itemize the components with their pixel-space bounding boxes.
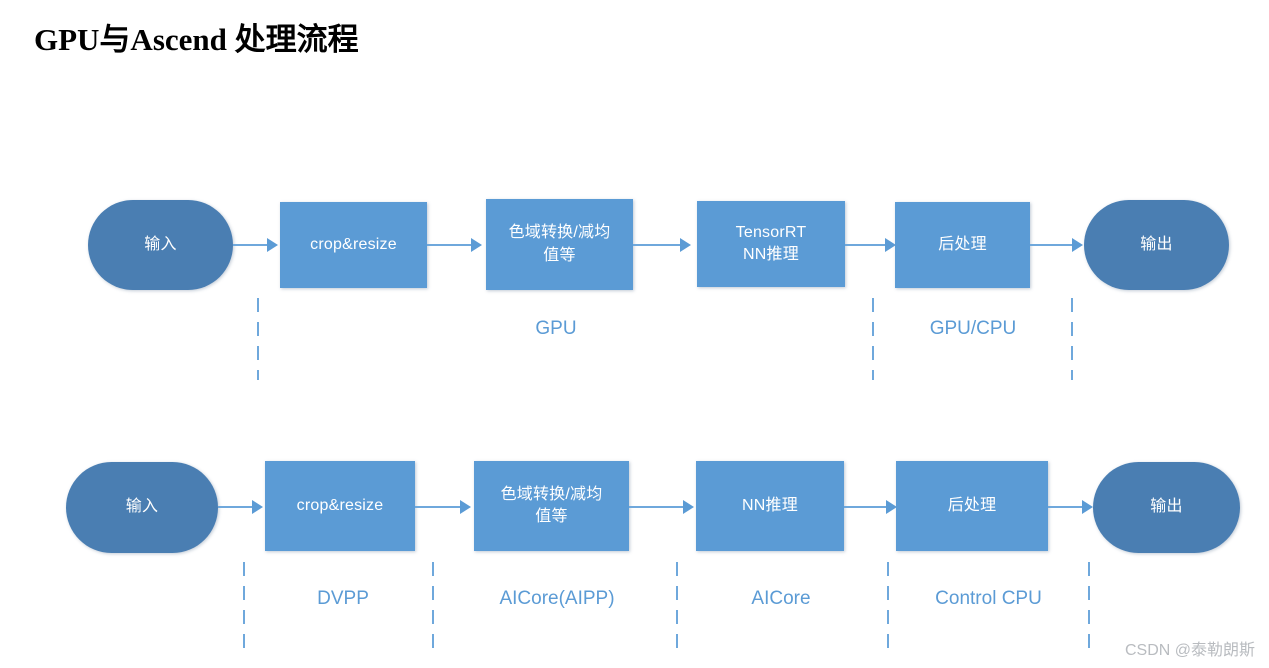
row2-node-color-convert-line2: 值等 xyxy=(535,508,568,525)
row2-divider-5 xyxy=(1088,562,1090,648)
row2-divider-1 xyxy=(243,562,245,648)
row2-arrowhead-4 xyxy=(886,500,897,514)
row1-connector-post-to-output xyxy=(1030,244,1074,246)
row1-node-output-label: 输出 xyxy=(1140,235,1173,253)
row2-connector-color-to-inference xyxy=(629,506,685,508)
row1-connector-crop-to-color xyxy=(427,244,473,246)
row2-divider-4 xyxy=(887,562,889,648)
csdn-watermark: CSDN @泰勒朗斯 xyxy=(1124,642,1255,659)
row1-arrowhead-5 xyxy=(1072,238,1083,252)
row1-connector-color-to-inference xyxy=(633,244,681,246)
row2-divider-3 xyxy=(676,562,678,648)
row1-arrowhead-2 xyxy=(471,238,482,252)
row2-node-input[interactable]: 输入 xyxy=(66,462,218,553)
row1-divider-left xyxy=(257,298,259,380)
row2-connector-post-to-output xyxy=(1048,506,1084,508)
row1-divider-mid xyxy=(872,298,874,380)
row2-node-input-label: 输入 xyxy=(125,498,159,516)
row2-node-color-convert[interactable]: 色域转换/减均 值等 xyxy=(474,461,629,551)
row2-arrowhead-5 xyxy=(1082,500,1093,514)
row1-connector-inference-to-post xyxy=(845,244,887,246)
row2-arrowhead-3 xyxy=(683,500,694,514)
row2-arrowhead-2 xyxy=(460,500,471,514)
row2-arrowhead-1 xyxy=(252,500,263,514)
row1-node-color-convert-label: 色域转换/减均 值等 xyxy=(509,222,611,266)
row1-node-postprocess-label: 后处理 xyxy=(938,235,987,253)
row1-node-output[interactable]: 输出 xyxy=(1084,200,1229,290)
row1-divider-right xyxy=(1071,298,1073,380)
row2-node-crop-resize[interactable]: crop&resize xyxy=(265,461,415,551)
row2-node-color-convert-line1: 色域转换/减均 xyxy=(500,485,603,503)
row1-node-input[interactable]: 输入 xyxy=(88,200,233,290)
row1-node-crop-resize[interactable]: crop&resize xyxy=(280,202,427,288)
row1-connector-input-to-crop xyxy=(233,244,269,246)
row1-arrowhead-1 xyxy=(267,238,278,252)
row2-node-crop-resize-label: crop&resize xyxy=(296,496,384,514)
row2-node-inference-label: NN推理 xyxy=(742,496,798,514)
row1-node-inference-label: TensorRT NN推理 xyxy=(736,222,807,266)
row1-node-inference-line2: NN推理 xyxy=(743,246,799,263)
page-title: GPU与Ascend 处理流程 xyxy=(34,22,359,57)
row2-connector-input-to-crop xyxy=(218,506,254,508)
row1-arrowhead-3 xyxy=(680,238,691,252)
row2-node-postprocess[interactable]: 后处理 xyxy=(896,461,1048,551)
row1-node-color-convert-line2: 值等 xyxy=(543,246,576,264)
row1-zone-label-gpu-cpu: GPU/CPU xyxy=(929,318,1017,339)
row2-zone-label-control-cpu: Control CPU xyxy=(935,588,1042,609)
row2-node-output[interactable]: 输出 xyxy=(1093,462,1240,553)
row1-node-inference-line1: TensorRT xyxy=(735,223,807,241)
row1-node-crop-resize-label: crop&resize xyxy=(310,235,397,253)
row2-connector-crop-to-color xyxy=(415,506,462,508)
row2-node-color-convert-label: 色域转换/减均 值等 xyxy=(501,484,603,528)
row2-divider-2 xyxy=(432,562,434,648)
row2-zone-label-aicore: AICore xyxy=(751,588,811,609)
row1-node-color-convert-line1: 色域转换/减均 xyxy=(508,224,611,242)
row2-zone-label-dvpp: DVPP xyxy=(317,588,369,609)
row1-zone-label-gpu: GPU xyxy=(535,318,577,339)
row1-node-color-convert[interactable]: 色域转换/减均 值等 xyxy=(486,199,633,290)
row1-arrowhead-4 xyxy=(885,238,896,252)
row2-connector-inference-to-post xyxy=(844,506,888,508)
row2-node-postprocess-label: 后处理 xyxy=(947,496,997,514)
row2-zone-label-aicore-aipp: AICore(AIPP) xyxy=(499,588,615,609)
row2-node-output-label: 输出 xyxy=(1150,498,1183,516)
row2-node-inference[interactable]: NN推理 xyxy=(696,461,844,551)
row1-node-input-label: 输入 xyxy=(144,235,177,253)
row1-node-postprocess[interactable]: 后处理 xyxy=(895,202,1030,288)
row1-node-inference[interactable]: TensorRT NN推理 xyxy=(697,201,845,287)
